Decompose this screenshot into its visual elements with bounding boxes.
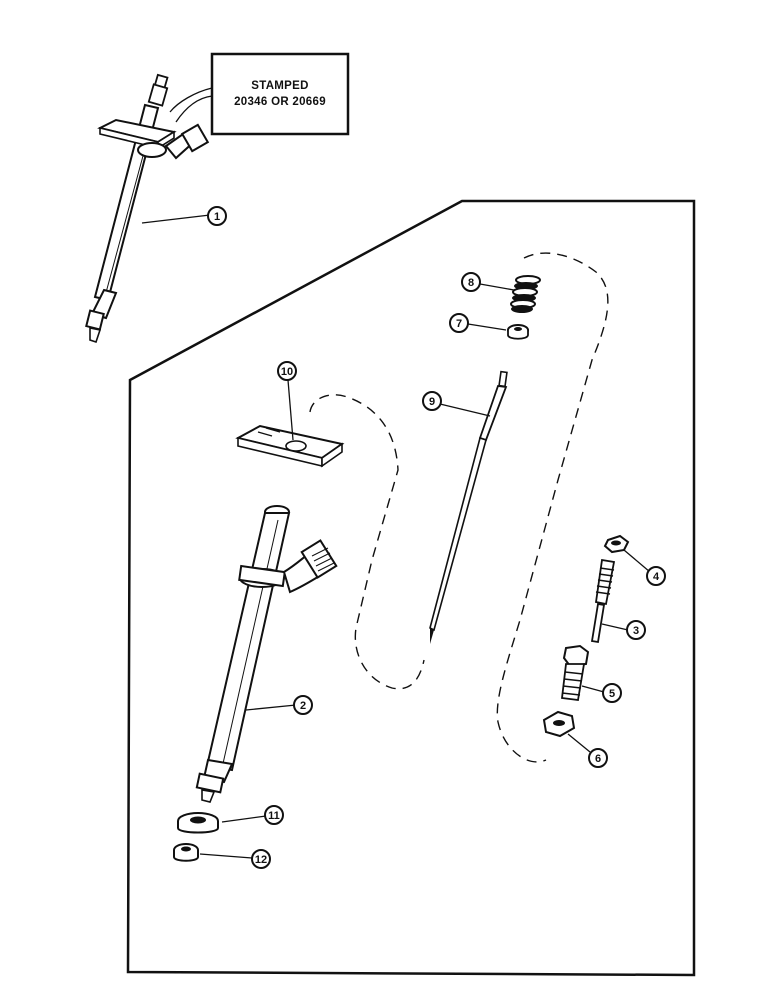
leader-9: [439, 403, 491, 417]
group-outline-right: [496, 252, 609, 763]
group-outline-left: [309, 394, 425, 690]
spring-seat-part-7: [507, 324, 529, 340]
callout-label: 12: [255, 854, 267, 866]
leader-1: [141, 214, 211, 224]
callout-label: 11: [268, 810, 280, 822]
washer-part-11: [177, 812, 219, 834]
stamp-note-line2: 20346 OR 20669: [234, 96, 326, 108]
cap-nut-part-5: [561, 644, 590, 702]
nut-part-12: [173, 843, 199, 862]
callout-9: 9: [422, 391, 442, 411]
callout-1: 1: [207, 206, 227, 226]
callout-label: 9: [429, 396, 435, 408]
callout-label: 6: [595, 753, 601, 765]
callout-4: 4: [646, 566, 666, 586]
callout-label: 5: [609, 688, 615, 700]
lock-nut-part-4: [603, 534, 630, 554]
leader-4: [623, 549, 651, 573]
callout-6: 6: [588, 748, 608, 768]
leader-8: [479, 283, 515, 291]
callout-10: 10: [277, 361, 297, 381]
spring-part-8: [510, 275, 541, 313]
leader-5: [581, 685, 605, 693]
callout-label: 4: [653, 571, 660, 583]
callout-label: 3: [633, 625, 639, 637]
callout-label: 8: [468, 277, 474, 289]
callout-11: 11: [264, 805, 284, 825]
stamp-leader-line: [169, 87, 213, 113]
hex-nut-part-6: [542, 710, 576, 738]
spindle-part-9: [429, 370, 508, 644]
callout-label: 7: [456, 318, 462, 330]
callout-7: 7: [449, 313, 469, 333]
stamp-note: STAMPED 20346 OR 20669: [169, 52, 350, 136]
leader-12: [199, 853, 253, 859]
callout-label: 2: [300, 700, 306, 712]
leader-2: [245, 704, 297, 711]
callout-8: 8: [461, 272, 481, 292]
callout-3: 3: [626, 620, 646, 640]
injector-assembly-part-1: [85, 73, 210, 344]
adjusting-screw-part-3: [590, 558, 616, 644]
detail-frame: [126, 199, 696, 977]
callout-5: 5: [602, 683, 622, 703]
callout-label: 10: [281, 366, 293, 378]
callout-label: 1: [214, 211, 220, 223]
callout-12: 12: [251, 849, 271, 869]
leader-6: [567, 733, 591, 753]
injector-body-part-2: [195, 505, 338, 803]
leader-10: [287, 379, 294, 441]
leader-11: [221, 815, 267, 823]
leader-7: [467, 323, 507, 331]
clamp-plate-part-10: [235, 424, 345, 468]
stamp-note-line1: STAMPED: [251, 80, 308, 92]
leader-3: [601, 623, 629, 631]
callout-2: 2: [293, 695, 313, 715]
